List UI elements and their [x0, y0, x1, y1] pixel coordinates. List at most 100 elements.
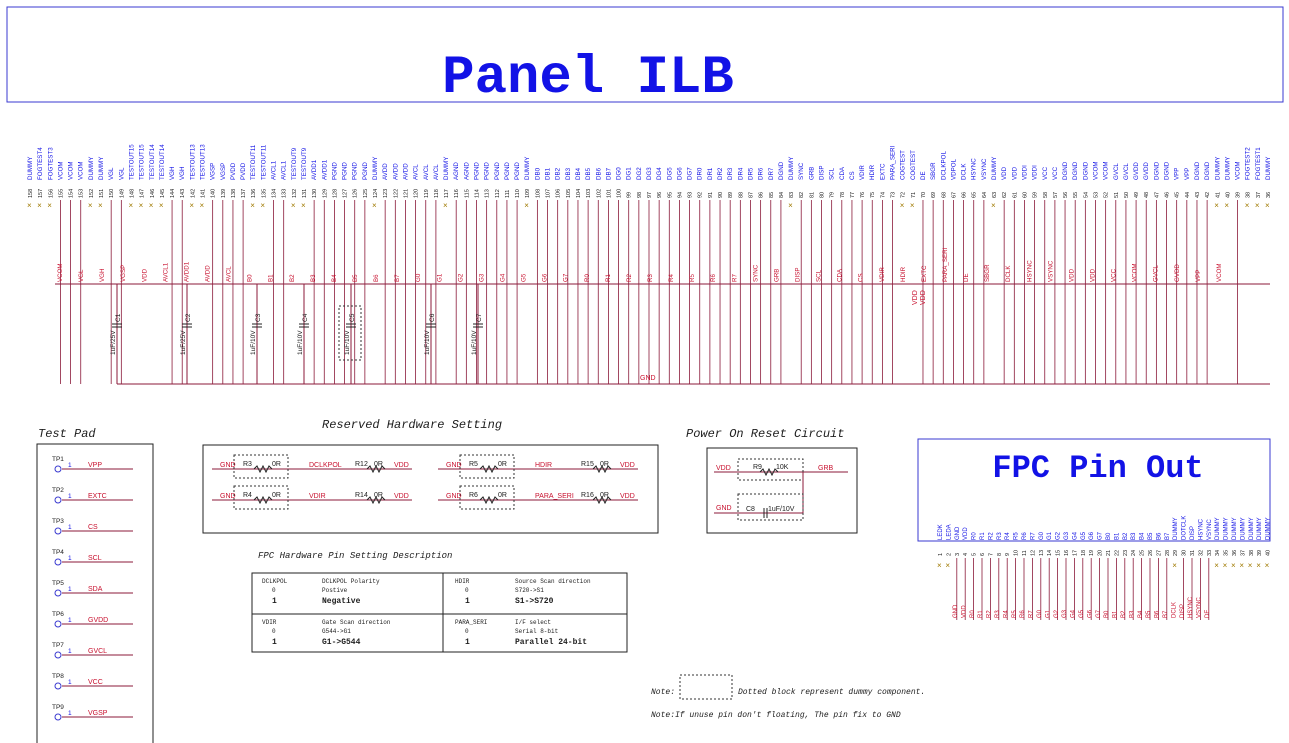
panel-pin-number: 139: [221, 189, 227, 198]
panel-pin-label: DR3: [727, 167, 734, 180]
capacitor-value: 1uF/10V: [250, 330, 257, 355]
fpc-pin-label: R7: [1030, 532, 1036, 540]
panel-pin-number: 89: [728, 192, 734, 198]
panel-pin-label: TESTOUT14: [149, 144, 156, 180]
panel-net-label: G7: [563, 273, 570, 282]
fpc-net-label: G7: [1096, 609, 1102, 618]
reserved-v2: 0R: [374, 461, 383, 468]
panel-pin-label: PGND: [473, 162, 480, 180]
panel-pin-number: 106: [556, 189, 562, 198]
panel-pin-number: 44: [1185, 192, 1191, 198]
fpc-net-label: R5: [1012, 610, 1018, 618]
panel-net-label: DE: [963, 273, 970, 282]
no-connect-mark: ×: [1172, 561, 1177, 570]
fpc-pin-number: 19: [1089, 550, 1095, 556]
por-r-val: 10K: [776, 464, 789, 471]
fpc-pin-number: 32: [1198, 550, 1204, 556]
panel-pin-label: DR6: [758, 167, 765, 180]
reserved-r2: R15: [581, 461, 594, 468]
panel-pin-label: TESTOUT14: [159, 144, 166, 180]
pin-desc-v1: 1: [465, 638, 470, 647]
fpc-net-label: VSYNC: [1197, 597, 1203, 618]
panel-pin-number: 73: [891, 192, 897, 198]
panel-pin-label: VGSP: [220, 163, 227, 180]
panel-net-label: EXTC: [921, 265, 928, 282]
fpc-pin-label: R1: [980, 532, 986, 540]
no-connect-mark: ×: [128, 201, 133, 210]
panel-net-label: SBGR: [984, 264, 991, 282]
panel-pin-number: 122: [393, 189, 399, 198]
por-r-box: [737, 458, 804, 481]
fpc-net-label: VDD: [961, 605, 967, 618]
note1-text: Dotted block represent dummy component.: [738, 688, 925, 697]
panel-net-label: AVCL1: [162, 262, 169, 282]
reserved-resistor: [479, 495, 499, 505]
panel-pin-label: DG1: [626, 167, 633, 180]
reserved-vdd: VDD: [620, 493, 635, 500]
panel-pin-label: AVDD1: [311, 159, 318, 180]
panel-pin-label: DGND: [778, 161, 785, 180]
pin-desc-title: FPC Hardware Pin Setting Description: [258, 551, 452, 561]
panel-pin-label: DUMMY: [788, 157, 795, 180]
por-circuit: VDD R9 10K GRB GND C8 1uF/10V: [714, 458, 848, 521]
panel-net-label: B4: [331, 274, 338, 282]
panel-pin-number: 79: [830, 192, 836, 198]
fpc-pin-label: R6: [1022, 532, 1028, 540]
test-pad-pin: 1: [68, 493, 72, 500]
reserved-title: Reserved Hardware Setting: [322, 418, 502, 432]
panel-pin-label: GVCL: [1113, 163, 1120, 180]
panel-pin-number: 143: [180, 189, 186, 198]
pin-desc-v0: 0: [465, 587, 469, 594]
panel-pin-label: DR4: [737, 167, 744, 180]
panel-pin-number: 60: [1022, 192, 1028, 198]
panel-pin-number: 124: [373, 189, 379, 198]
panel-pin-label: DE: [920, 171, 927, 180]
panel-pin-label: DG6: [676, 167, 683, 180]
fpc-net-label: G5: [1079, 609, 1085, 618]
reserved-r2: R12: [355, 461, 368, 468]
panel-pin-label: DG4: [656, 167, 663, 180]
panel-pin-number: 82: [799, 192, 805, 198]
panel-net-label: B5: [352, 274, 359, 282]
no-connect-mark: ×: [149, 201, 154, 210]
fpc-pin-label: B3: [1131, 532, 1137, 540]
panel-pin-number: 138: [231, 189, 237, 198]
panel-pin-label: DUMMY: [372, 157, 379, 180]
panel-pin-label: AVCL1: [271, 160, 278, 180]
fpc-pin-label: DOTCLK: [1182, 516, 1188, 540]
capacitor-ref: C1: [115, 313, 122, 322]
reserved-v2: 0R: [374, 492, 383, 499]
panel-pin-number: 81: [809, 192, 815, 198]
panel-pin-number: 68: [941, 192, 947, 198]
panel-pin-number: 126: [353, 189, 359, 198]
reserved-resistor: [253, 464, 273, 474]
panel-pin-number: 42: [1205, 192, 1211, 198]
test-pad-net: VCC: [88, 679, 103, 686]
panel-pin-label: PVDD: [230, 162, 237, 180]
panel-net-label: G0: [415, 273, 422, 282]
no-connect-mark: ×: [1214, 561, 1219, 570]
pin-desc-d0: S720->S1: [515, 587, 544, 594]
panel-net-label: SYNC: [752, 264, 759, 282]
reserved-dummy-box: [233, 485, 289, 510]
panel-net-label: PARA_SERI: [942, 247, 949, 282]
test-pad-ref: TP2: [52, 487, 64, 494]
pin-desc-d0: Postive: [322, 587, 348, 594]
test-pad-circle: [54, 496, 62, 504]
fpc-net-label: G0: [1037, 609, 1043, 618]
panel-pin-label: DB2: [555, 167, 562, 180]
panel-pin-number: 137: [241, 189, 247, 198]
reserved-v1: 0R: [272, 492, 281, 499]
fpc-pin-number: 27: [1156, 550, 1162, 556]
fpc-pin-label: R3: [997, 532, 1003, 540]
fpc-pin-number: 10: [1014, 550, 1020, 556]
reserved-resistor: [592, 464, 612, 474]
test-pad-circle: [54, 651, 62, 659]
fpc-pin-label: G5: [1081, 531, 1087, 540]
panel-pin-label: VDDI: [1032, 165, 1039, 180]
test-pad-circle: [54, 589, 62, 597]
fpc-pin-number: 38: [1249, 550, 1255, 556]
capacitor-value: 1uF/25V: [110, 330, 117, 355]
